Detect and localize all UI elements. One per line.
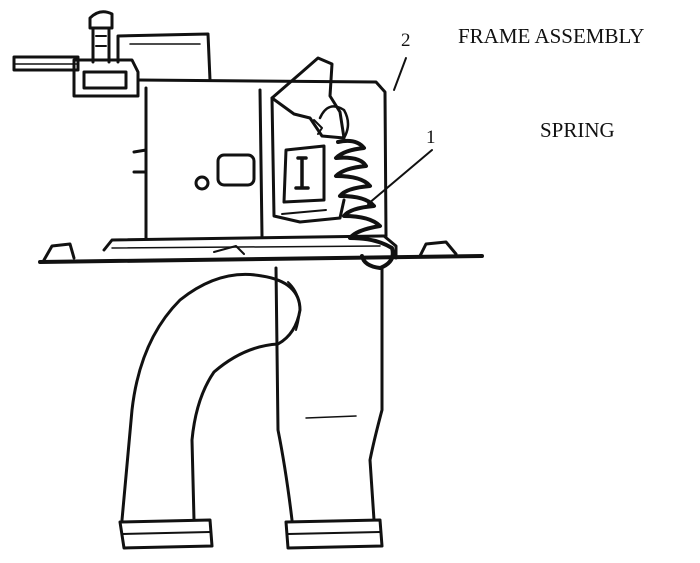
legend-frame-assembly: FRAME ASSEMBLY <box>458 24 645 48</box>
straight-tube <box>274 266 384 522</box>
base-plate <box>38 234 484 264</box>
legend-spring: SPRING <box>540 118 615 142</box>
elbow-hose <box>120 272 302 522</box>
clamp-bracket <box>72 32 212 98</box>
frame-body <box>132 78 388 240</box>
actuator-rod <box>12 55 80 72</box>
callout-number-spring: 1 <box>426 127 436 148</box>
leader-lines <box>367 57 433 205</box>
callout-number-frame: 2 <box>401 30 411 51</box>
bolt <box>88 10 114 64</box>
latch-lever <box>270 56 350 224</box>
spring-coil <box>334 138 395 270</box>
hose-cuffs <box>118 518 384 550</box>
